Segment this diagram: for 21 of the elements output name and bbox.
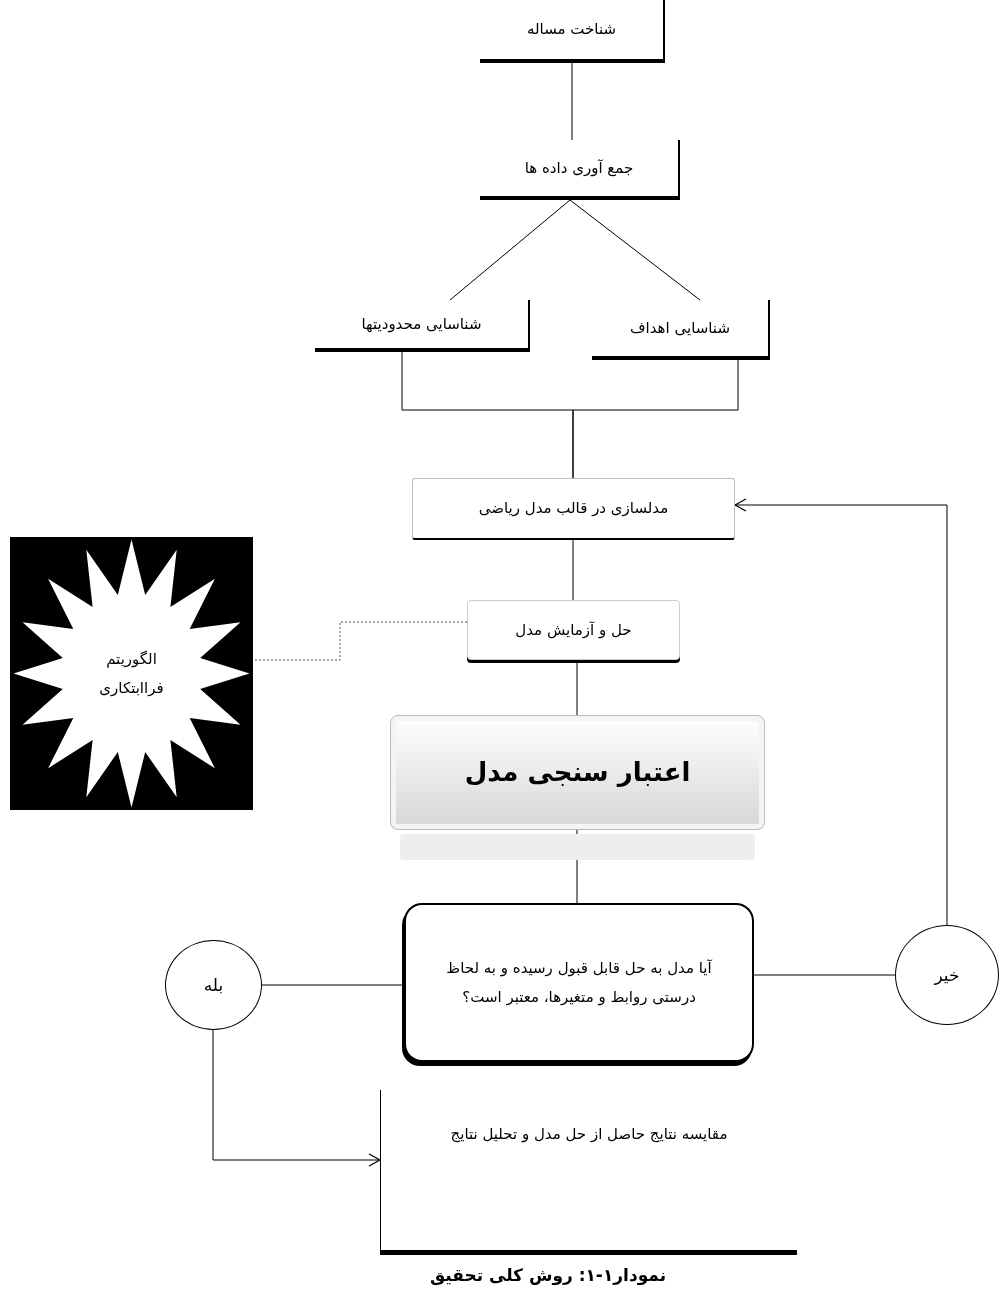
process-box: مدلسازی در قالب مدل ریاضی [412, 478, 735, 540]
leader-line [252, 621, 468, 661]
process-box: شناخت مساله [480, 0, 665, 63]
starburst: الگوریتم فراابتکاری [10, 537, 253, 810]
caption: نمودار۱-۱: روش کلی تحقیق [428, 1265, 668, 1285]
arrow [212, 1029, 381, 1167]
answer-circle: خیر [895, 925, 999, 1025]
arrow [734, 498, 948, 926]
connector-line [449, 199, 571, 301]
connector-line [569, 199, 701, 301]
result-box: مقایسه نتایج حاصل از حل مدل و تحلیل نتایج [380, 1090, 797, 1255]
connector-line [751, 974, 896, 976]
process-box: جمع آوری داده ها [480, 140, 680, 200]
button-box: اعتبار سنجی مدل [390, 715, 765, 830]
answer-circle: بله [165, 940, 262, 1030]
process-box: شناسایی محدودیتها [315, 300, 530, 352]
connector-line [571, 62, 573, 141]
process-box: شناسایی اهداف [592, 300, 770, 360]
connector-line [572, 359, 739, 479]
process-box: حل و آزمایش مدل [467, 600, 680, 660]
connector-line [572, 539, 574, 601]
